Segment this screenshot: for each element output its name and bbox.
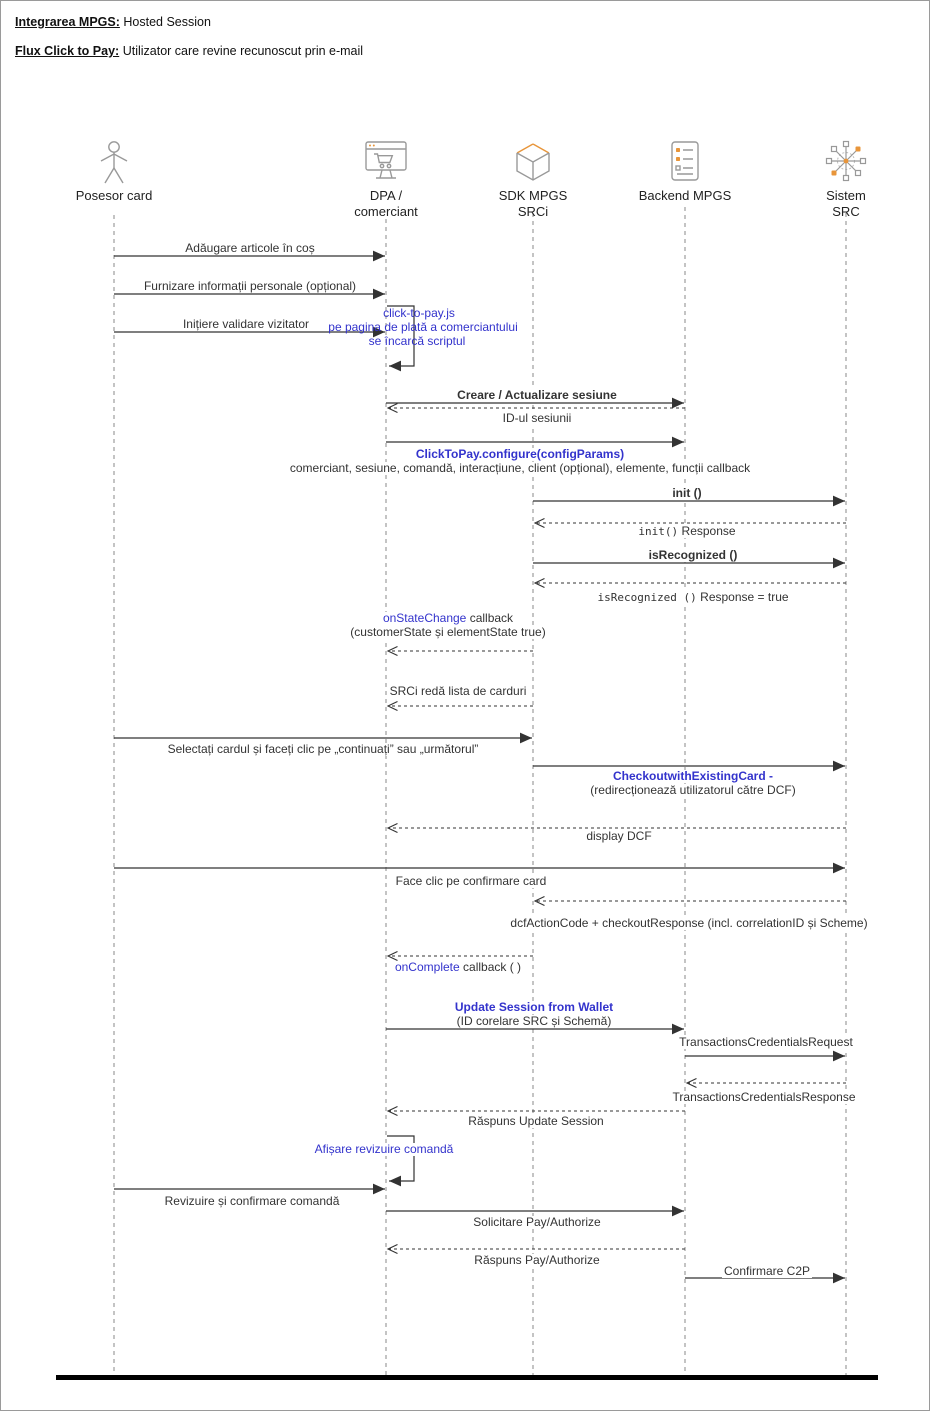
doc-title: Integrarea MPGS: Hosted Session bbox=[15, 15, 211, 29]
msg-solicitare-pay: Solicitare Pay/Authorize bbox=[471, 1215, 603, 1229]
msg-tc-request: TransactionsCredentialsRequest bbox=[677, 1035, 855, 1049]
msg-tc-response: TransactionsCredentialsResponse bbox=[670, 1090, 858, 1104]
actor-label: DPA / bbox=[369, 188, 403, 203]
actor-icon-wrap bbox=[776, 135, 916, 185]
msg-id-sesiune: ID-ul sesiunii bbox=[500, 411, 574, 425]
msg-checkout-detail: (redirecționează utilizatorul către DCF) bbox=[588, 783, 798, 797]
actor-posesor-card: Posesor card bbox=[44, 135, 184, 204]
msg-creare-sesiune: Creare / Actualizare sesiune bbox=[455, 388, 619, 402]
msg-oncomplete-text: callback ( ) bbox=[463, 960, 522, 974]
actor-label: Posesor card bbox=[75, 188, 153, 203]
msg-isrecognized: isRecognized () bbox=[646, 548, 740, 562]
form-icon bbox=[671, 141, 699, 181]
msg-onstatechange: onStateChange callback bbox=[380, 611, 516, 625]
msg-isrecognized-response-text: Response = true bbox=[700, 590, 789, 604]
msg-display-dcf: display DCF bbox=[584, 829, 654, 843]
actor-sdk-mpgs-srci: SDK MPGS SRCi bbox=[463, 135, 603, 220]
msg-update-session-title: Update Session from Wallet bbox=[452, 1000, 616, 1014]
cube-icon bbox=[516, 143, 550, 181]
actor-label: SRC bbox=[832, 204, 860, 219]
msg-afisare-revizuire: Afișare revizuire comandă bbox=[312, 1142, 456, 1156]
msg-oncomplete-fn: onComplete bbox=[394, 960, 460, 974]
actor-label: comerciant bbox=[354, 204, 418, 219]
msg-configure-title: ClickToPay.configure(configParams) bbox=[413, 447, 627, 461]
note-script-line2: pe pagina de plată a comerciantului bbox=[328, 320, 518, 334]
self-loop-script bbox=[387, 305, 415, 372]
msg-onstatechange-text: callback bbox=[469, 611, 514, 625]
actor-icon-wrap bbox=[316, 135, 456, 185]
actor-sistem-src: Sistem SRC bbox=[776, 135, 916, 220]
actor-dpa-comerciant: DPA / comerciant bbox=[316, 135, 456, 220]
note-script-line3: se încarcă scriptul bbox=[368, 334, 466, 348]
doc-title-text: Hosted Session bbox=[123, 15, 211, 29]
msg-onstatechange-fn: onStateChange bbox=[382, 611, 467, 625]
msg-configure-params: comerciant, sesiune, comandă, interacțiu… bbox=[287, 461, 753, 475]
actor-icon-wrap bbox=[463, 135, 603, 185]
actor-label: Sistem bbox=[826, 188, 866, 203]
person-icon bbox=[100, 141, 128, 184]
msg-srci-lista-carduri: SRCi redă lista de carduri bbox=[387, 684, 529, 698]
msg-confirmare-c2p: Confirmare C2P bbox=[721, 1264, 813, 1278]
msg-adaugare-articole: Adăugare articole în coș bbox=[183, 241, 317, 255]
msg-init-response-mono: init() bbox=[638, 525, 679, 538]
msg-isrecognized-response: isRecognized () Response = true bbox=[595, 590, 791, 604]
doc-subtitle-label: Flux Click to Pay: bbox=[15, 44, 120, 58]
msg-update-session-detail: (ID corelare SRC și Schemă) bbox=[454, 1014, 614, 1028]
msg-init: init () bbox=[670, 486, 704, 500]
note-click-to-pay-js: click-to-pay.js bbox=[383, 306, 455, 320]
actor-backend-mpgs: Backend MPGS bbox=[615, 135, 755, 204]
msg-checkout-title: CheckoutwithExistingCard - bbox=[610, 769, 776, 783]
msg-raspuns-pay: Răspuns Pay/Authorize bbox=[472, 1253, 602, 1267]
msg-isrecognized-response-mono: isRecognized () bbox=[597, 591, 697, 604]
doc-subtitle-text: Utilizator care revine recunoscut prin e… bbox=[122, 44, 364, 58]
actor-label: SDK MPGS bbox=[498, 188, 568, 203]
msg-initiere-validare: Inițiere validare vizitator bbox=[180, 317, 312, 331]
msg-raspuns-update-session: Răspuns Update Session bbox=[466, 1114, 606, 1128]
msg-init-response: init() Response bbox=[636, 524, 738, 538]
actor-label: Backend MPGS bbox=[638, 188, 732, 203]
msg-confirmare-card: Face clic pe confirmare card bbox=[393, 874, 549, 888]
doc-title-label: Integrarea MPGS: bbox=[15, 15, 120, 29]
diagram-bottom-bar bbox=[56, 1375, 878, 1380]
msg-init-response-text: Response bbox=[681, 524, 736, 538]
msg-onstatechange-detail: (customerState și elementState true) bbox=[348, 625, 548, 639]
doc-subtitle: Flux Click to Pay: Utilizator care revin… bbox=[15, 44, 363, 58]
actor-label: SRCi bbox=[517, 204, 549, 219]
msg-furnizare-informatii: Furnizare informații personale (opțional… bbox=[141, 279, 359, 293]
self-loop-revizuire bbox=[387, 1135, 415, 1187]
dashed-return-arrows bbox=[386, 403, 846, 1254]
solid-message-arrows bbox=[114, 250, 845, 1284]
monitor-cart-icon bbox=[365, 141, 407, 179]
msg-dcfactioncode: dcfActionCode + checkoutResponse (incl. … bbox=[508, 916, 870, 930]
msg-revizuire-confirmare: Revizuire și confirmare comandă bbox=[162, 1194, 342, 1208]
actor-icon-wrap bbox=[44, 135, 184, 185]
actor-icon-wrap bbox=[615, 135, 755, 185]
msg-oncomplete: onComplete callback ( ) bbox=[392, 960, 524, 974]
msg-selectati-cardul: Selectați cardul și faceți clic pe „cont… bbox=[165, 742, 481, 756]
network-icon bbox=[825, 140, 867, 182]
